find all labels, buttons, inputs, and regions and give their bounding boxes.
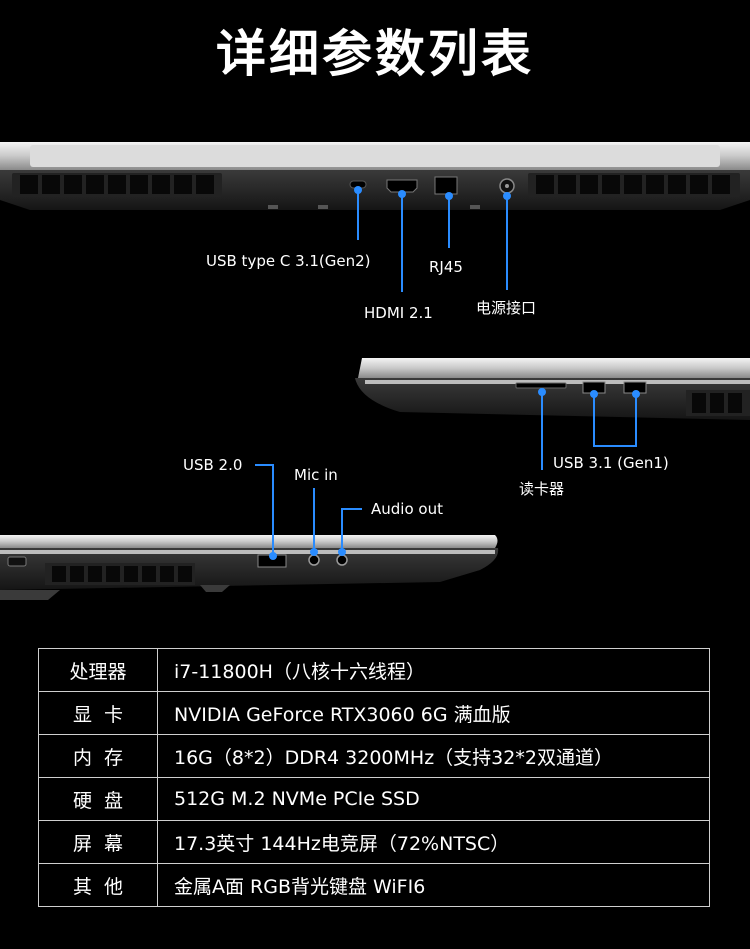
audio-jack-icon: [336, 554, 348, 566]
spec-value: NVIDIA GeForce RTX3060 6G 满血版: [157, 691, 710, 735]
table-row: 屏 幕 17.3英寸 144Hz电竞屏（72%NTSC）: [38, 820, 710, 864]
table-row: 显 卡 NVIDIA GeForce RTX3060 6G 满血版: [38, 691, 710, 735]
mic-jack-icon: [308, 554, 320, 566]
spec-value: 17.3英寸 144Hz电竞屏（72%NTSC）: [157, 820, 710, 864]
hdmi-port-icon: [386, 179, 418, 193]
card-reader-slot-icon: [515, 382, 567, 389]
usb-c-label: USB type C 3.1(Gen2): [206, 252, 371, 270]
right-side-laptop: [355, 358, 750, 420]
spec-key: 显 卡: [38, 691, 158, 735]
rj45-label: RJ45: [429, 258, 463, 276]
spec-key: 内 存: [38, 734, 158, 778]
page-title: 详细参数列表: [216, 25, 534, 83]
spec-value: 512G M.2 NVMe PCIe SSD: [157, 777, 710, 821]
spec-value: 16G（8*2）DDR4 3200MHz（支持32*2双通道）: [157, 734, 710, 778]
power-port-label: 电源接口: [476, 299, 537, 317]
card-reader-label: 读卡器: [519, 480, 565, 498]
spec-key: 硬 盘: [38, 777, 158, 821]
table-row: 处理器 i7-11800H（八核十六线程）: [38, 648, 710, 692]
hdmi-label: HDMI 2.1: [364, 304, 433, 322]
spec-key: 处理器: [38, 648, 158, 692]
spec-key: 屏 幕: [38, 820, 158, 864]
table-row: 内 存 16G（8*2）DDR4 3200MHz（支持32*2双通道）: [38, 734, 710, 778]
table-row: 其 他 金属A面 RGB背光键盘 WiFI6: [38, 863, 710, 907]
table-row: 硬 盘 512G M.2 NVMe PCIe SSD: [38, 777, 710, 821]
usb20-label: USB 2.0: [183, 456, 243, 474]
audio-out-label: Audio out: [371, 500, 443, 518]
left-side-laptop: [0, 535, 499, 600]
laptop-illustration: [0, 142, 750, 600]
mic-in-label: Mic in: [294, 466, 338, 484]
spec-value: i7-11800H（八核十六线程）: [157, 648, 710, 692]
rj45-port-icon: [434, 176, 458, 195]
lock-slot-icon: [7, 556, 27, 567]
usb31-label: USB 3.1 (Gen1): [553, 454, 669, 472]
spec-value: 金属A面 RGB背光键盘 WiFI6: [157, 863, 710, 907]
spec-table: 处理器 i7-11800H（八核十六线程） 显 卡 NVIDIA GeForce…: [38, 648, 710, 907]
rear-view-laptop: [0, 142, 750, 210]
spec-key: 其 他: [38, 863, 158, 907]
